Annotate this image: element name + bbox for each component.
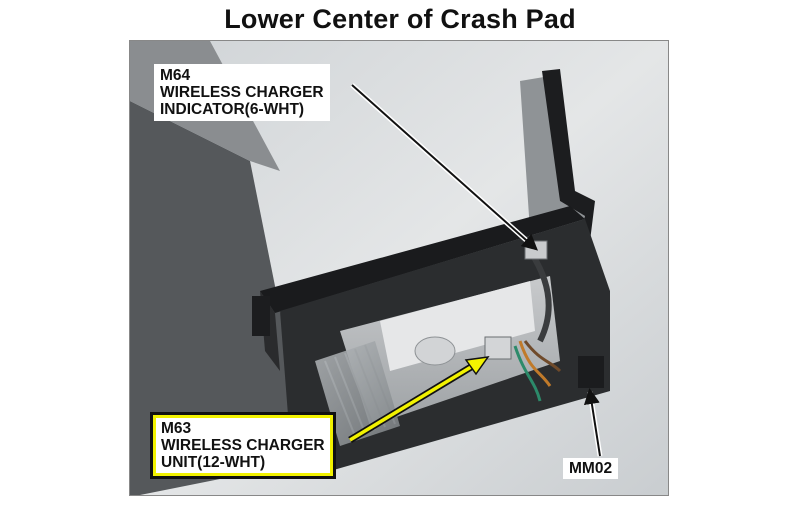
callout-m64-code: M64: [160, 67, 191, 84]
page-title: Lower Center of Crash Pad: [224, 4, 576, 34]
callout-m63: M63 WIRELESS CHARGER UNIT(12-WHT): [150, 412, 336, 479]
callout-m64: M64 WIRELESS CHARGER INDICATOR(6-WHT): [154, 64, 330, 121]
callout-m64-line1: WIRELESS CHARGER: [160, 84, 324, 101]
callout-m63-line1: WIRELESS CHARGER: [161, 437, 325, 454]
callout-mm02: MM02: [563, 458, 619, 479]
callout-m63-code: M63: [161, 420, 192, 437]
callout-m63-line2: UNIT(12-WHT): [161, 454, 266, 471]
callout-mm02-code: MM02: [569, 460, 613, 477]
callout-m64-line2: INDICATOR(6-WHT): [160, 101, 305, 118]
